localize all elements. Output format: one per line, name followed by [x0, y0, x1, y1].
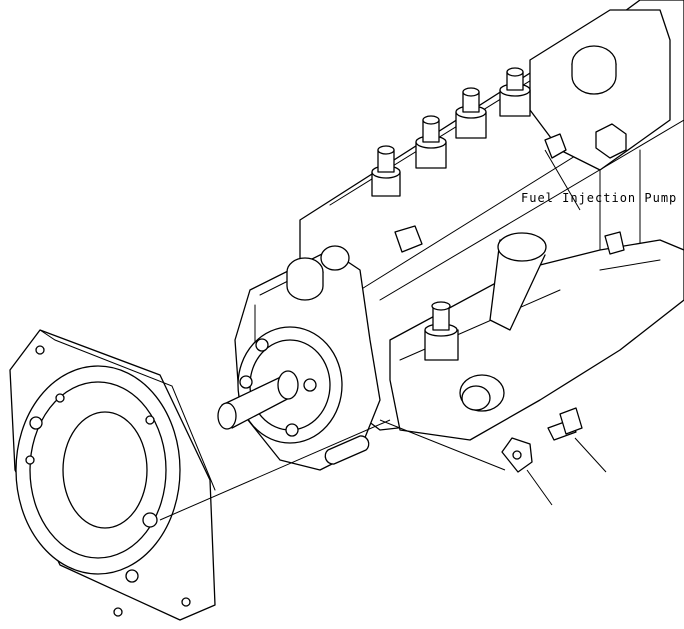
delivery-valve-holder-2: [415, 115, 447, 169]
delivery-valve-holder-4: [499, 67, 531, 117]
top-plug-icon: [571, 45, 617, 95]
governor-fitting: [424, 301, 459, 361]
flange-slot-icon: [324, 435, 370, 465]
drive-shaft: [217, 370, 299, 430]
fuel-injection-pump-label: Fuel Injection Pump: [521, 191, 677, 205]
delivery-valve-holder-1: [371, 145, 401, 197]
leader-lines: [159, 149, 607, 521]
bracket-washer: [501, 437, 533, 473]
delivery-valve-holders: [371, 67, 531, 197]
housing-bolts: [394, 123, 627, 255]
stop-shaft: [489, 232, 547, 331]
adapter-plate: [9, 329, 216, 621]
side-plug-icon: [286, 245, 350, 301]
mounting-bolt: [547, 407, 583, 441]
delivery-valve-holder-3: [455, 87, 487, 139]
governor-plug-icon: [459, 374, 505, 412]
